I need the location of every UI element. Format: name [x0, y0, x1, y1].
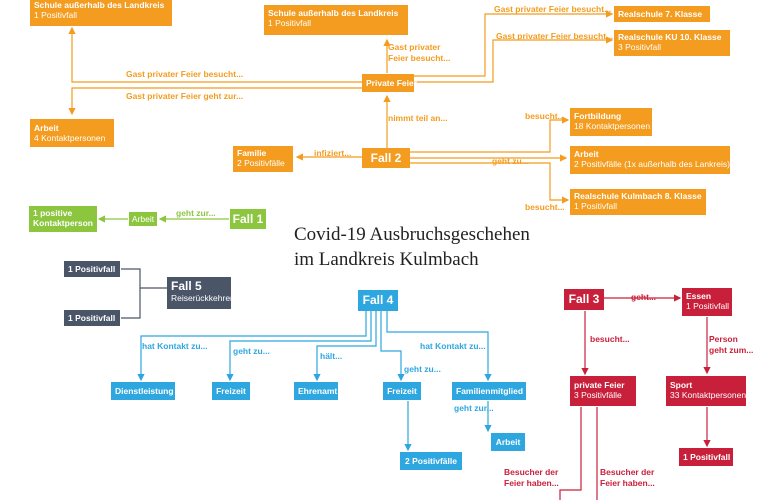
label-fall3-besucht: besucht...: [590, 334, 630, 344]
fall1-arbeit-node: Arbeit: [129, 212, 157, 226]
label-feier-besucht: Feier besucht...: [388, 53, 451, 63]
label-geht-zum: geht zum...: [709, 345, 754, 355]
familie-node: Familie 2 Positivfälle: [233, 146, 293, 172]
ehrenamt-node: Ehrenamt: [294, 382, 338, 400]
label-besucher1b: Feier haben...: [504, 478, 559, 488]
realschule8-node: Realschule Kulmbach 8. Klasse 1 Positivf…: [570, 189, 706, 215]
realschule7-node: Realschule 7. Klasse: [614, 6, 710, 22]
label-infiziert: infiziert...: [314, 148, 352, 158]
arbeit-left-node: Arbeit 4 Kontaktpersonen: [30, 119, 114, 147]
label-halt: hält...: [320, 351, 343, 361]
fall2-node: Fall 2: [362, 148, 410, 168]
label-gast-besucht-top2: Gast privater Feier besucht...: [496, 31, 614, 41]
realschule-ku-node: Realschule KU 10. Klasse 3 Positivfall: [614, 30, 730, 56]
sport-node: Sport 33 Kontaktpersonen: [666, 376, 746, 406]
fall5-positiv2-node: 1 Positivfall: [64, 310, 120, 326]
label-hat-kontakt1: hat Kontakt zu...: [142, 341, 208, 351]
familienmitglied-node: Familienmitglied: [452, 382, 526, 400]
dienstleistung-node: Dienstleistung: [111, 382, 175, 400]
essen-node: Essen 1 Positivfall: [682, 288, 732, 316]
label-person: Person: [709, 334, 738, 344]
page-title: Covid-19 Ausbruchsgeschehen im Landkreis…: [294, 224, 530, 270]
fall4-positiv-node: 2 Positivfälle: [400, 452, 462, 470]
label-besucher2a: Besucher der: [600, 467, 655, 477]
fall3-node: Fall 3: [564, 289, 604, 310]
label-besucht-fortbildung: besucht...: [525, 111, 565, 121]
freizeit1-node: Freizeit: [212, 382, 250, 400]
label-geht-zu2: geht zu...: [404, 364, 441, 374]
fall4-node: Fall 4: [358, 290, 398, 311]
fall5-node: Fall 5 Reiserückkehrer: [167, 277, 233, 309]
fortbildung-node: Fortbildung 18 Kontaktpersonen: [570, 108, 652, 136]
fall1-node: Fall 1: [230, 209, 266, 229]
label-gast-besucht-top1: Gast privater Feier besucht...: [494, 4, 612, 14]
fall3-positiv-node: 1 Positivfall: [679, 448, 733, 466]
label-gast-privater: Gast privater: [388, 42, 441, 52]
label-nimmt-teil: nimmt teil an...: [388, 113, 448, 123]
freizeit2-node: Freizeit: [383, 382, 421, 400]
label-gast-geht-left: Gast privater Feier geht zur...: [126, 91, 244, 101]
fall5-positiv1-node: 1 Positivfall: [64, 261, 120, 277]
private-feier-fall3-node: private Feier 3 Positivfälle: [570, 376, 636, 406]
schule-mid-node: Schule außerhalb des Landkreis 1 Positiv…: [264, 5, 408, 35]
label-geht-zu1: geht zu...: [233, 346, 270, 356]
schule-left-node: Schule außerhalb des Landkreis 1 Positiv…: [30, 0, 172, 26]
label-geht-zur: geht zur...: [454, 403, 494, 413]
fall4-arbeit-node: Arbeit: [491, 433, 525, 451]
label-besucht-realschule: besucht...: [525, 202, 565, 212]
label-geht-zu-arbeit: geht zu...: [492, 156, 529, 166]
private-feier-node: Private Feier: [362, 74, 417, 92]
label-hat-kontakt2: hat Kontakt zu...: [420, 341, 486, 351]
label-fall1-geht-zur: geht zur...: [176, 208, 216, 218]
arbeit-right-node: Arbeit 2 Positivfälle (1x außerhalb des …: [570, 146, 730, 174]
label-fall3-geht: geht...: [631, 292, 657, 302]
label-gast-besucht-left: Gast privater Feier besucht...: [126, 69, 244, 79]
positive-kontakt-node: 1 positive Kontaktperson: [29, 206, 97, 232]
label-besucher2b: Feier haben...: [600, 478, 655, 488]
label-besucher1a: Besucher der: [504, 467, 559, 477]
